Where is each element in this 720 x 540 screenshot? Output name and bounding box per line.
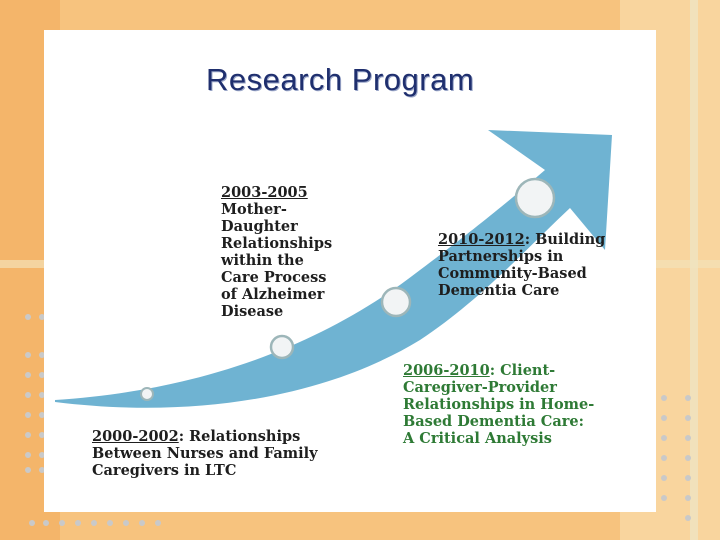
milestone-text-2: Mother-Daughter Relationships within the…	[221, 201, 333, 320]
growth-arrow	[55, 130, 612, 408]
milestone-node-1	[140, 387, 154, 401]
dot-pattern-right	[661, 395, 691, 521]
milestone-text-1: : Relationships Between Nurses and Famil…	[92, 428, 318, 479]
milestone-label-3: 2006-2010: Client-Caregiver-Provider Rel…	[403, 362, 598, 447]
milestone-years-2: 2003-2005	[221, 184, 308, 201]
milestone-text-3: : Client-Caregiver-Provider Relationship…	[403, 362, 595, 447]
milestone-years-1: 2000-2002	[92, 428, 179, 445]
milestone-node-4	[514, 177, 556, 219]
milestone-label-4: 2010-2012: Building Partnerships in Comm…	[438, 231, 653, 299]
content-panel	[44, 30, 656, 512]
dot-pattern-left	[25, 314, 45, 473]
milestone-label-2: 2003-2005 Mother-Daughter Relationships …	[221, 184, 333, 320]
milestone-node-2	[269, 334, 295, 360]
milestone-label-1: 2000-2002: Relationships Between Nurses …	[92, 428, 322, 479]
milestone-node-3	[380, 286, 412, 318]
slide-title: Research Program	[206, 62, 475, 97]
milestone-text-4: : Building Partnerships in Community-Bas…	[438, 231, 606, 299]
dot-pattern-bottom	[29, 520, 161, 526]
milestone-years-4: 2010-2012	[438, 231, 525, 248]
title-box	[44, 30, 494, 102]
milestone-years-3: 2006-2010	[403, 362, 490, 379]
